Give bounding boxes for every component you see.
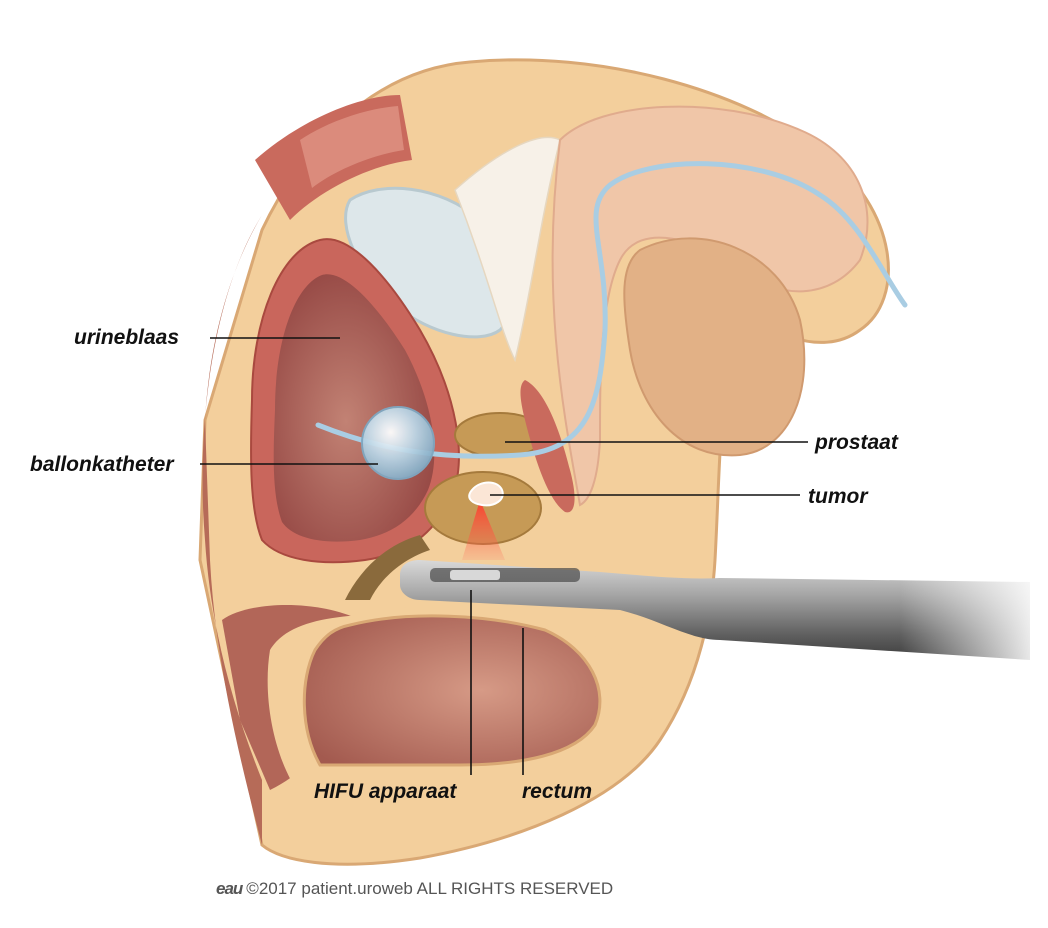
balloon: [361, 406, 435, 480]
copyright-footer: eau©2017 patient.uroweb ALL RIGHTS RESER…: [216, 879, 613, 899]
abdominal-muscle-highlight: [300, 106, 404, 188]
abdominal-cavity: [202, 215, 262, 845]
catheter-tube: [315, 161, 908, 459]
probe-head: [400, 560, 1030, 660]
label-hifu-device: HIFU apparaat: [314, 780, 457, 803]
urethral-sphincter: [520, 380, 575, 513]
eau-logo: eau: [216, 879, 243, 898]
label-bladder: urineblaas: [74, 326, 180, 349]
ligament: [454, 136, 561, 363]
copyright-text: ©2017 patient.uroweb ALL RIGHTS RESERVED: [246, 879, 614, 898]
probe-fade: [900, 570, 1048, 670]
seminal-vesicle: [345, 535, 430, 600]
label-prostate: prostaat: [815, 431, 898, 454]
label-rectum: rectum: [522, 780, 593, 803]
tumor: [468, 481, 504, 507]
label-balloon-catheter: ballonkatheter: [30, 453, 174, 476]
label-tumor: tumor: [808, 485, 868, 508]
rectum-lumen: [302, 614, 602, 767]
testis: [623, 237, 806, 457]
probe-transducer-window: [450, 570, 500, 580]
hifu-probe: [400, 560, 1048, 670]
hifu-beam: [462, 500, 505, 560]
